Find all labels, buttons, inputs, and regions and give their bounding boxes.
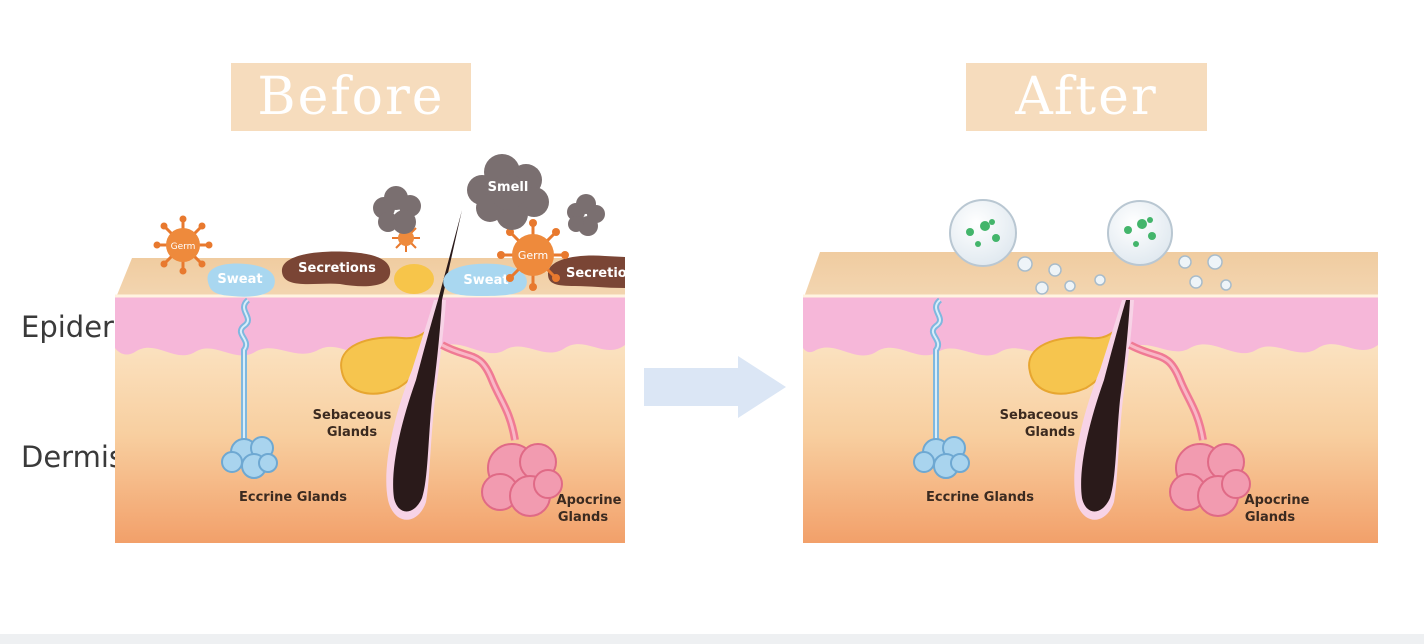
after-eccrine-gland bbox=[913, 436, 970, 479]
before-sebaceous-label-1: Sebaceous bbox=[313, 408, 392, 423]
after-apocrine-gland bbox=[1169, 443, 1251, 517]
transition-arrow bbox=[644, 356, 786, 418]
before-sweat-right: Sweat bbox=[443, 263, 527, 296]
after-sebaceous-label-2: Glands bbox=[1025, 425, 1075, 440]
before-germ-right: Germ bbox=[497, 219, 569, 291]
after-eccrine-label: Eccrine Glands bbox=[926, 490, 1034, 505]
before-hair-root bbox=[393, 300, 442, 512]
before-apocrine-label-1: Apocrine bbox=[557, 493, 622, 508]
before-title: Before bbox=[231, 63, 471, 131]
bottom-bar bbox=[0, 634, 1424, 644]
before-secretions-left: Secretions bbox=[281, 251, 391, 287]
after-hair-root bbox=[1081, 300, 1130, 512]
before-apocrine-gland bbox=[481, 443, 563, 517]
before-sweat-right-label: Sweat bbox=[463, 273, 508, 288]
dermis-label: Dermis bbox=[21, 440, 125, 474]
before-secretions-right: Secretions bbox=[548, 255, 644, 288]
before-germ-left: Germ bbox=[153, 215, 213, 275]
before-smell-label: Smell bbox=[488, 180, 529, 195]
before-eccrine-gland bbox=[221, 436, 278, 479]
before-hair-shaft bbox=[438, 210, 462, 300]
before-smell-cloud-main: Smell bbox=[467, 154, 549, 230]
after-apocrine-label-1: Apocrine bbox=[1245, 493, 1310, 508]
after-bubble-left bbox=[949, 199, 1017, 267]
before-secretions-right-label: Secretions bbox=[566, 266, 644, 281]
after-epidermis bbox=[803, 296, 1378, 356]
before-apocrine-label-2: Glands bbox=[558, 510, 608, 525]
before-sweat-left-label: Sweat bbox=[217, 272, 262, 287]
before-sweat-left: Sweat bbox=[207, 263, 275, 297]
before-smell-cloud-left bbox=[373, 186, 421, 234]
after-apocrine-label-2: Glands bbox=[1245, 510, 1295, 525]
before-secretions-left-label: Secretions bbox=[298, 261, 376, 276]
before-panel: Sweat Secretions Sweat Secretions bbox=[115, 154, 644, 543]
after-surface bbox=[803, 252, 1378, 300]
before-sebaceous-label-2: Glands bbox=[327, 425, 377, 440]
before-smell-cloud-right bbox=[567, 194, 605, 236]
before-germ-right-label: Germ bbox=[518, 249, 548, 262]
before-sebum-drop bbox=[394, 264, 434, 294]
before-germ-left-label: Germ bbox=[171, 242, 196, 252]
after-panel: Sebaceous Glands Eccrine Glands Apocrine… bbox=[803, 199, 1378, 543]
after-bubble-right bbox=[1107, 200, 1173, 266]
after-small-bubbles bbox=[1017, 254, 1232, 295]
before-eccrine-label: Eccrine Glands bbox=[239, 490, 347, 505]
after-sebaceous-label-1: Sebaceous bbox=[1000, 408, 1079, 423]
after-title: After bbox=[966, 63, 1207, 131]
